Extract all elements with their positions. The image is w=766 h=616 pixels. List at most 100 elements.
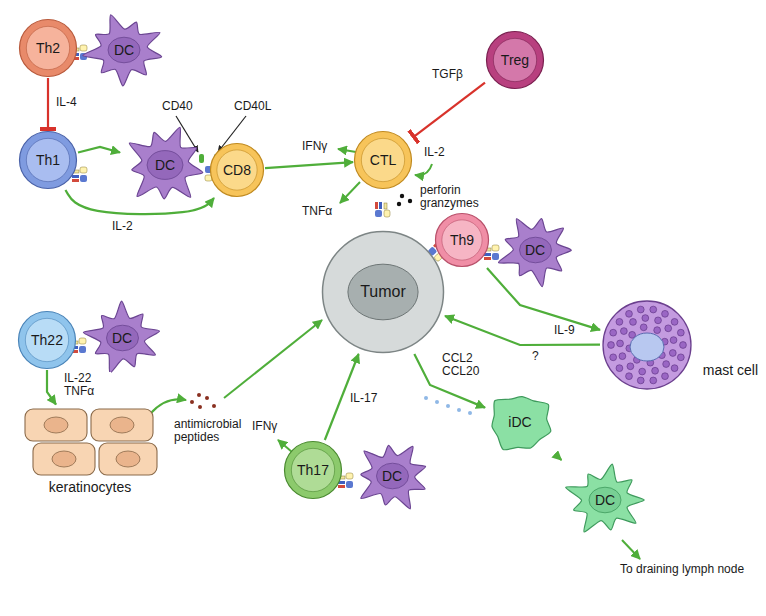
tumor-cell: Tumor — [321, 230, 445, 354]
cell-name: Tumor — [360, 283, 406, 301]
drawing-part — [622, 540, 640, 559]
keratinocyte — [99, 443, 157, 475]
cell-name: mast cell — [703, 362, 758, 378]
granule — [677, 353, 684, 360]
cell-name: keratinocytes — [49, 479, 131, 495]
cytokine-label: CCL2 CCL20 — [440, 352, 489, 378]
annotation-label: perforin granzymes — [418, 184, 484, 210]
cell-body — [217, 150, 257, 190]
cell-name: CD8 — [223, 162, 251, 178]
t-cell: CTL — [353, 130, 413, 190]
cell-membrane — [285, 442, 342, 499]
cytokine-label: ? — [530, 350, 541, 363]
drawing-part — [415, 164, 432, 175]
annotation-label: IFNγ — [250, 420, 279, 433]
cell-name: Th2 — [36, 40, 60, 56]
drawing-part — [278, 440, 292, 452]
cell-name: DC — [525, 242, 545, 258]
keratinocyte — [25, 409, 87, 441]
granule — [610, 353, 617, 360]
t-cell: Th9 — [434, 212, 490, 268]
granule — [620, 327, 627, 334]
cell-nucleus — [108, 37, 140, 63]
cell-membrane — [355, 132, 412, 189]
granule — [637, 377, 644, 384]
drawing-part — [375, 202, 390, 217]
dendritic-cell: DC — [80, 298, 165, 378]
granule — [677, 329, 684, 336]
granule — [640, 323, 647, 330]
keratinocyte — [33, 443, 95, 475]
cell-name: Treg — [501, 52, 529, 68]
dendrite-outline — [83, 15, 162, 86]
granule — [630, 318, 637, 325]
granule — [662, 372, 669, 379]
granule — [650, 306, 657, 313]
mast-cell: mast cell — [600, 298, 762, 393]
keratinocyte — [91, 409, 153, 441]
cell-name: DC — [114, 42, 134, 58]
dendrite-outline — [498, 219, 571, 287]
cell-nucleus — [52, 451, 76, 467]
dendritic-cell: DC — [120, 120, 210, 210]
drawing-part — [150, 399, 186, 414]
cell-membrane — [211, 144, 264, 197]
inhibition-line — [47, 78, 49, 130]
drawing-part — [457, 408, 461, 412]
cell-membrane — [436, 214, 489, 267]
activation-arrow — [78, 147, 120, 153]
granule — [637, 306, 644, 313]
granule — [610, 329, 617, 336]
cytokine-label: IL-17 — [348, 392, 379, 405]
t-cell: Th22 — [17, 310, 77, 370]
granule — [663, 360, 670, 367]
cell-membrane — [20, 20, 77, 77]
annotation-label: antimicrobial peptides — [172, 418, 248, 444]
secretion-arrows — [150, 149, 640, 559]
cell-nucleus — [376, 463, 408, 489]
drawing-part — [400, 194, 404, 198]
dendrite-outline — [566, 464, 644, 532]
activation-arrow — [265, 162, 353, 168]
drawing-part — [224, 320, 322, 398]
cell-name: Th9 — [450, 232, 474, 248]
granule — [616, 364, 623, 371]
activation-arrow — [555, 454, 561, 460]
kera-cell: keratinocytes — [15, 405, 165, 500]
drawing-part — [424, 396, 428, 400]
dendrite-outline — [360, 445, 425, 508]
granule — [655, 316, 662, 323]
cytokine-label: IL-2 — [110, 220, 135, 233]
cytokine-label: TGFβ — [430, 68, 465, 81]
dendrite-outline — [129, 127, 203, 199]
cell-name: DC — [595, 492, 615, 508]
annotation-label: To draining lymph node — [618, 563, 746, 576]
cell-body — [361, 138, 404, 181]
drawing-part — [446, 404, 450, 408]
cell-nucleus — [110, 417, 134, 433]
granule — [650, 377, 657, 384]
drawing-part — [338, 149, 356, 152]
granule — [627, 362, 634, 369]
granule — [665, 324, 672, 331]
cell-nucleus — [44, 417, 68, 433]
drawing-part — [435, 400, 439, 404]
granule — [626, 372, 633, 379]
cell-membrane — [492, 396, 551, 449]
granule — [608, 341, 615, 348]
granule — [671, 318, 678, 325]
granule — [662, 310, 669, 317]
cytokine-label: IL-22 TNFα — [62, 372, 111, 398]
drawing-part — [408, 199, 412, 203]
cell-membrane — [487, 32, 544, 89]
cell-name: DC — [112, 330, 132, 346]
cell-body — [26, 26, 69, 69]
drawing-part — [468, 411, 472, 415]
dendritic-cell: DC — [350, 436, 435, 516]
granule — [671, 364, 678, 371]
cell-membrane — [19, 312, 76, 369]
t-cell: Treg — [485, 30, 545, 90]
cell-nucleus — [589, 487, 621, 513]
cell-name: DC — [382, 468, 402, 484]
